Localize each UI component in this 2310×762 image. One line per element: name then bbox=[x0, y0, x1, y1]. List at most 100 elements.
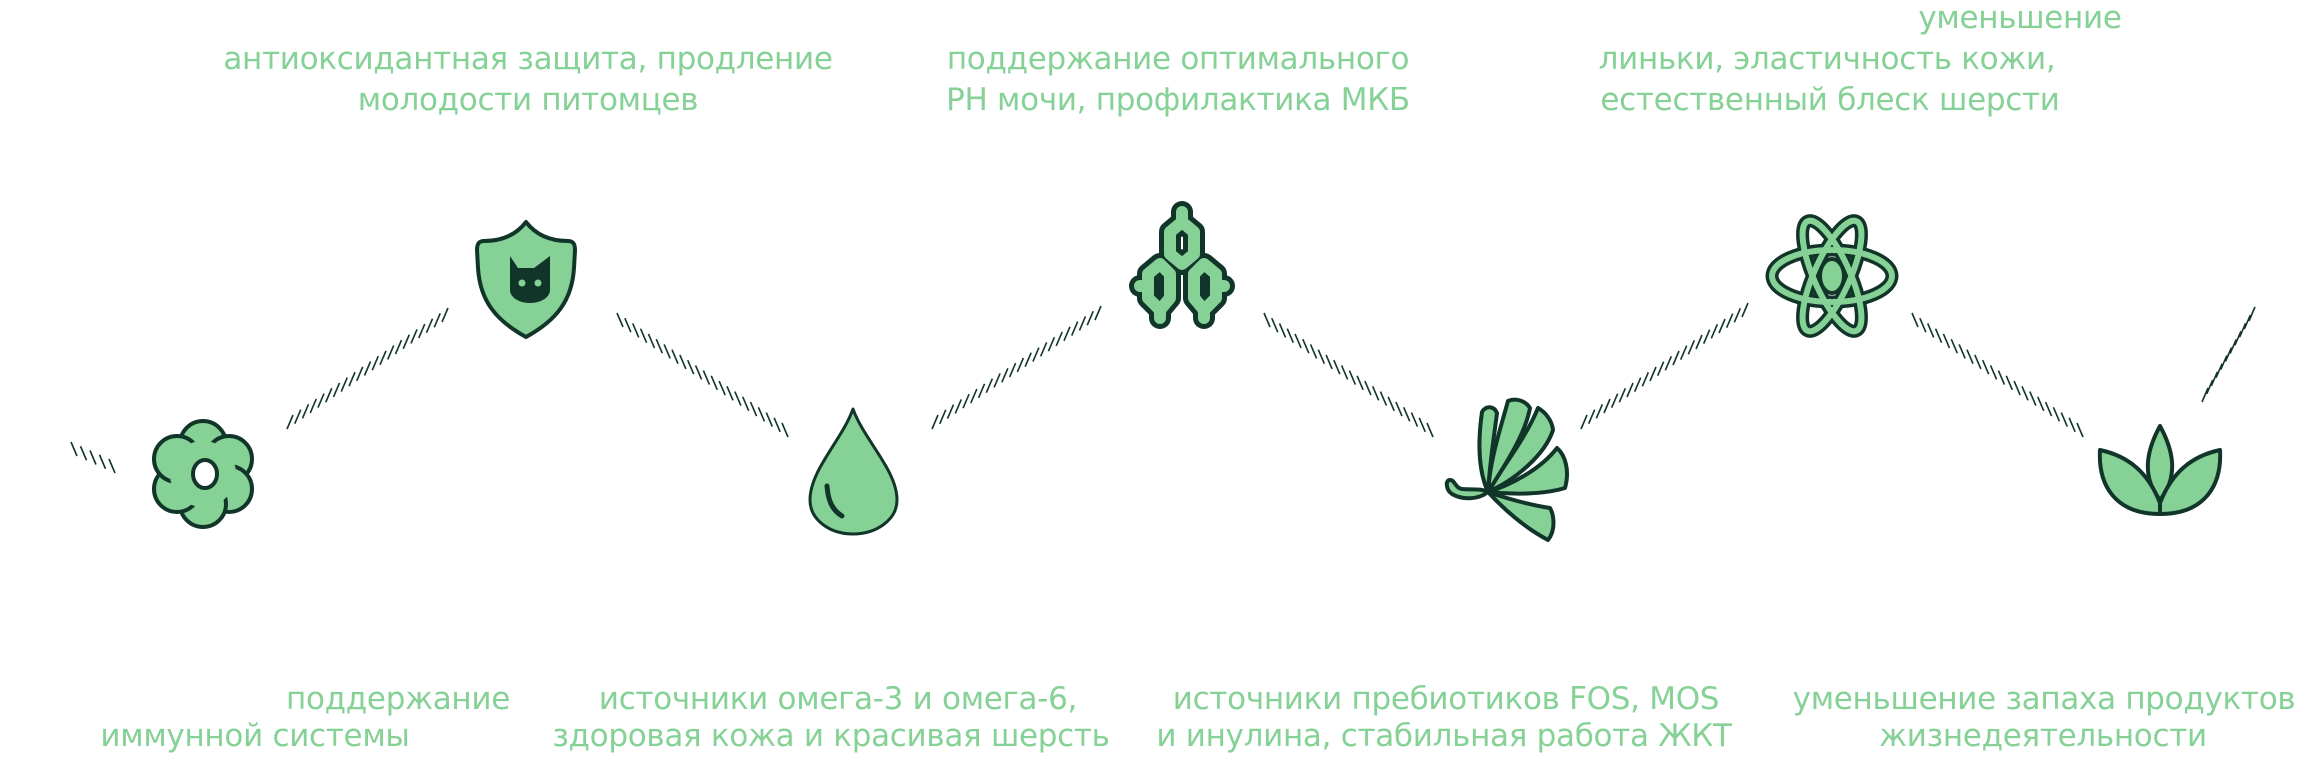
hatch-mark bbox=[1710, 324, 1719, 339]
hatch-mark bbox=[639, 328, 648, 344]
hatch-mark bbox=[301, 403, 310, 419]
hatch-mark bbox=[749, 401, 758, 417]
hatch-mark bbox=[108, 458, 116, 474]
hatch-mark bbox=[2005, 375, 2014, 391]
hatch-mark bbox=[946, 404, 955, 419]
hatch-mark bbox=[1919, 317, 1927, 333]
hatch-mark bbox=[425, 318, 434, 334]
hatch-mark bbox=[89, 450, 97, 465]
hatch-mark bbox=[1325, 354, 1333, 370]
hatch-mark bbox=[2215, 363, 2223, 379]
hatch-mark bbox=[1024, 352, 1032, 368]
hatch-mark bbox=[294, 409, 302, 424]
hatch-mark bbox=[663, 344, 671, 359]
label-omega-line2: здоровая кожа и красивая шерсть bbox=[552, 718, 1110, 754]
hatch-mark bbox=[1070, 321, 1079, 336]
hatch-mark bbox=[1718, 318, 1726, 334]
molecule-icon bbox=[1129, 201, 1235, 329]
hatch-mark bbox=[2210, 371, 2219, 387]
hatch-mark bbox=[441, 307, 449, 323]
hatch-mark bbox=[394, 339, 403, 355]
hatch-mark bbox=[363, 361, 372, 376]
hatch-mark bbox=[1610, 393, 1619, 408]
hatch-mark bbox=[1016, 357, 1025, 373]
hatch-mark bbox=[939, 409, 947, 425]
hatch-mark bbox=[410, 329, 418, 344]
hatch-mark bbox=[1039, 342, 1048, 357]
label-odor-line2: жизнедеятельности bbox=[1879, 718, 2207, 754]
hatch-mark bbox=[1695, 334, 1703, 350]
hatch-mark bbox=[1086, 310, 1094, 326]
hatch-mark bbox=[1679, 345, 1688, 360]
hatch-mark bbox=[1348, 370, 1357, 385]
hatch-mark bbox=[2021, 386, 2029, 401]
hatch-mark bbox=[970, 388, 978, 404]
hatch-mark bbox=[631, 323, 640, 338]
hatch-mark bbox=[1580, 414, 1588, 430]
hatch-mark bbox=[647, 333, 656, 349]
hatch-mark bbox=[1934, 328, 1943, 344]
hatch-mark bbox=[1379, 391, 1388, 406]
hatch-mark bbox=[2068, 417, 2076, 433]
ginkgo-leaf-icon bbox=[1444, 397, 1569, 542]
hatch-mark bbox=[340, 377, 348, 392]
hatch-mark bbox=[2052, 406, 2061, 422]
hatch-mark bbox=[79, 445, 88, 461]
hatch-mark bbox=[1395, 401, 1403, 417]
hatch-mark bbox=[734, 391, 742, 406]
hatch-mark bbox=[2224, 347, 2233, 362]
hatch-mark bbox=[1641, 372, 1650, 387]
label-prebiotics-line2: и инулина, стабильная работа ЖКТ bbox=[1156, 718, 1732, 754]
hatch-mark bbox=[671, 349, 679, 364]
hatch-mark bbox=[1958, 344, 1966, 359]
hatch-mark bbox=[418, 323, 426, 339]
label-shedding-line1: уменьшение bbox=[1918, 0, 2122, 36]
hatch-mark bbox=[1008, 362, 1017, 378]
hatch-mark bbox=[655, 338, 664, 354]
hatch-mark bbox=[1055, 331, 1063, 347]
shield-cat-icon bbox=[475, 220, 577, 339]
hatch-mark bbox=[1286, 328, 1295, 344]
hatch-mark bbox=[325, 387, 333, 403]
hatch-mark bbox=[317, 393, 325, 408]
hatch-mark bbox=[1410, 412, 1419, 427]
hatch-mark bbox=[1989, 365, 1998, 380]
hatch-mark bbox=[332, 382, 341, 398]
hatch-mark bbox=[985, 378, 994, 393]
hatch-mark bbox=[694, 365, 703, 380]
hatch-mark bbox=[1426, 422, 1434, 438]
label-antioxidant-line1: антиоксидантная защита, продление bbox=[223, 41, 833, 77]
flower-icon bbox=[152, 419, 254, 529]
hatch-mark bbox=[702, 370, 711, 385]
hatch-mark bbox=[2029, 391, 2037, 406]
hatch-mark bbox=[309, 398, 317, 414]
hatch-mark bbox=[1656, 361, 1665, 376]
hatch-mark bbox=[1278, 323, 1287, 338]
hatch-mark bbox=[1966, 349, 1974, 364]
hatch-mark bbox=[356, 366, 364, 382]
hatch-mark bbox=[1294, 333, 1302, 349]
hatch-mark bbox=[962, 393, 970, 409]
hatch-mark bbox=[402, 334, 410, 350]
hatch-mark bbox=[1595, 404, 1604, 419]
label-immune-line1: поддержание bbox=[286, 681, 510, 717]
hatch-mark bbox=[1626, 382, 1634, 398]
hatch-mark bbox=[726, 386, 734, 401]
hatch-mark bbox=[1402, 406, 1411, 422]
hatch-mark bbox=[710, 375, 719, 391]
hatch-mark bbox=[379, 350, 387, 366]
hatch-mark bbox=[1672, 350, 1680, 366]
hatch-mark bbox=[679, 354, 687, 370]
hatch-mark bbox=[1702, 329, 1711, 344]
label-antioxidant-line2: молодости питомцев bbox=[357, 82, 699, 118]
hatch-mark bbox=[616, 312, 624, 328]
drop-icon bbox=[808, 407, 899, 536]
hatch-mark bbox=[765, 412, 774, 427]
hatch-mark bbox=[1340, 365, 1349, 380]
hatch-mark bbox=[2243, 314, 2252, 330]
label-urine-ph-line1: поддержание оптимального bbox=[946, 41, 1410, 77]
hatch-mark bbox=[387, 345, 395, 360]
hatch-mark bbox=[1001, 367, 1009, 383]
hatch-mark bbox=[773, 417, 781, 433]
